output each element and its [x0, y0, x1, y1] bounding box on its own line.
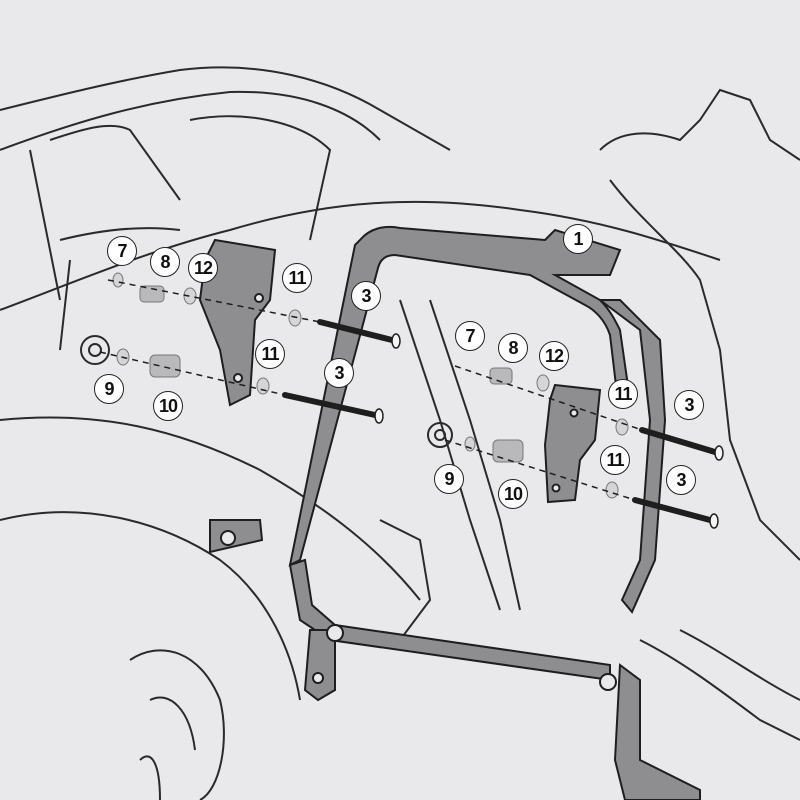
bolts	[282, 319, 718, 523]
frame-holes	[220, 293, 617, 691]
callout-3: 3	[674, 390, 704, 420]
callout-8: 8	[498, 333, 528, 363]
callout-1: 1	[563, 224, 593, 254]
motorcycle-outline	[0, 66, 800, 800]
callout-12: 12	[539, 341, 569, 371]
callout-3: 3	[351, 281, 381, 311]
callout-9: 9	[94, 374, 124, 404]
callout-11: 11	[600, 445, 630, 475]
callout-11: 11	[255, 339, 285, 369]
callout-11: 11	[608, 379, 638, 409]
bolt-heads	[374, 333, 724, 529]
rack-frame	[198, 225, 701, 800]
assembly-lines	[99, 279, 643, 501]
callout-8: 8	[150, 247, 180, 277]
callout-10: 10	[498, 479, 528, 509]
callout-10: 10	[153, 391, 183, 421]
callout-12: 12	[188, 253, 218, 283]
callout-9: 9	[434, 464, 464, 494]
spacers-washers	[112, 272, 629, 499]
callout-11: 11	[282, 263, 312, 293]
callout-3: 3	[666, 465, 696, 495]
callout-3: 3	[324, 358, 354, 388]
callout-7: 7	[455, 321, 485, 351]
callout-7: 7	[107, 236, 137, 266]
